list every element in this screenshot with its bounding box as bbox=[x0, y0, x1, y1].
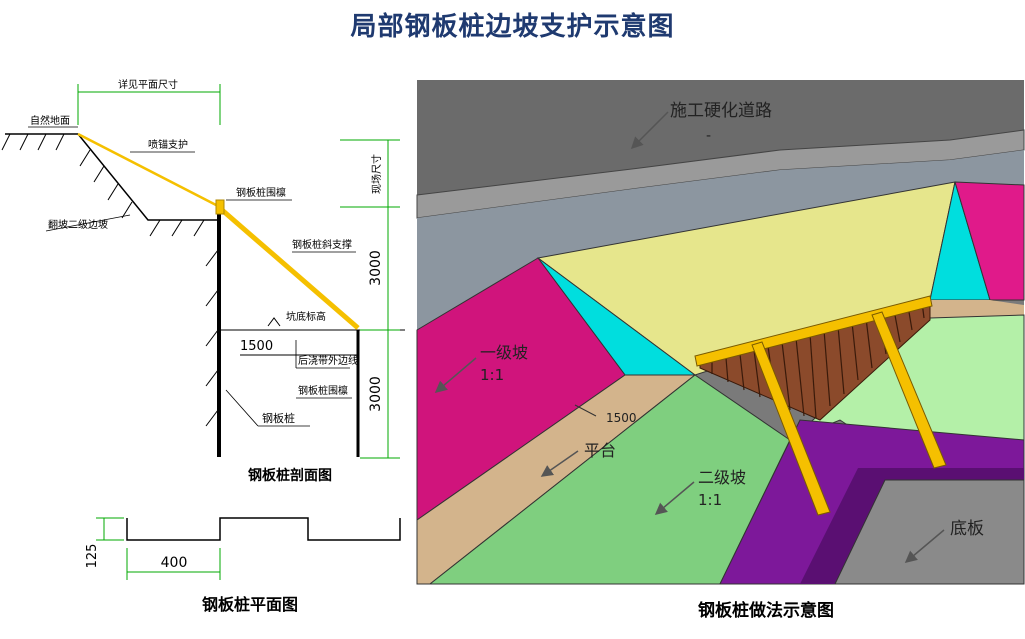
label-shotcrete: 喷锚支护 bbox=[148, 138, 188, 151]
excavation-profile bbox=[77, 133, 219, 455]
dim-width-text: 400 bbox=[161, 555, 188, 571]
road-surface bbox=[417, 80, 1024, 195]
label-slope1: 一级坡 bbox=[480, 343, 528, 362]
label-pour-edge: 后浇带外边线 bbox=[298, 354, 358, 367]
label-natural-ground: 自然地面 bbox=[30, 114, 70, 127]
slope-hatch bbox=[79, 149, 219, 427]
label-platform: 平台 bbox=[584, 441, 616, 460]
page-title: 局部钢板桩边坡支护示意图 bbox=[350, 12, 675, 42]
ground-hatch bbox=[1, 133, 65, 151]
section-caption: 钢板桩剖面图 bbox=[248, 467, 332, 484]
platform-right bbox=[930, 300, 1024, 318]
iso-brace-right bbox=[871, 311, 947, 469]
label-base: 底板 bbox=[950, 519, 984, 539]
iso-brace-left bbox=[751, 341, 831, 516]
slope-level-1-right bbox=[954, 181, 1025, 301]
ground-slope bbox=[417, 150, 1024, 330]
dim-bottom-text: 3000 bbox=[368, 376, 384, 412]
label-slope2-ratio: 1:1 bbox=[698, 491, 722, 509]
dim-platform-text: 1500 bbox=[240, 339, 273, 354]
label-dash: - bbox=[706, 128, 711, 144]
dim-height-text: 125 bbox=[85, 544, 100, 569]
iso-caption: 钢板桩做法示意图 bbox=[698, 600, 834, 621]
label-pit-bottom: 坑底标高 bbox=[286, 310, 326, 323]
label-width: 1500 bbox=[606, 411, 637, 425]
section-drawing: 详见平面尺寸 现场尺寸 3000 3000 自然地面 喷锚支护 钢板桩围檩 翻坡… bbox=[1, 78, 405, 459]
label-plan-size: 详见平面尺寸 bbox=[118, 78, 178, 91]
label-pile-top-beam: 钢板桩围檩 bbox=[236, 186, 286, 199]
dim-mid-text: 3000 bbox=[368, 250, 384, 286]
plan-drawing: 125 400 bbox=[85, 517, 401, 580]
label-road: 施工硬化道路 bbox=[670, 101, 772, 121]
label-slope2: 二级坡 bbox=[698, 468, 746, 487]
label-slope1-ratio: 1:1 bbox=[480, 366, 504, 384]
pile-profile bbox=[126, 517, 401, 541]
pile-top-beam bbox=[215, 199, 225, 215]
diagonal-brace bbox=[220, 208, 360, 330]
plan-caption: 钢板桩平面图 bbox=[202, 595, 298, 614]
shotcrete-support bbox=[77, 132, 219, 208]
base-plate bbox=[834, 479, 1025, 585]
label-pile-beam: 钢板桩围檩 bbox=[298, 384, 348, 397]
iso-drawing: 施工硬化道路 - 一级坡 1:1 1500 平台 二级坡 1:1 底板 bbox=[416, 80, 1025, 585]
sheet-pile-wall bbox=[694, 295, 947, 516]
label-pile: 钢板桩 bbox=[262, 411, 295, 425]
label-diagonal-brace: 钢板桩斜支撑 bbox=[292, 238, 352, 251]
dim-top-text: 现场尺寸 bbox=[370, 154, 383, 194]
